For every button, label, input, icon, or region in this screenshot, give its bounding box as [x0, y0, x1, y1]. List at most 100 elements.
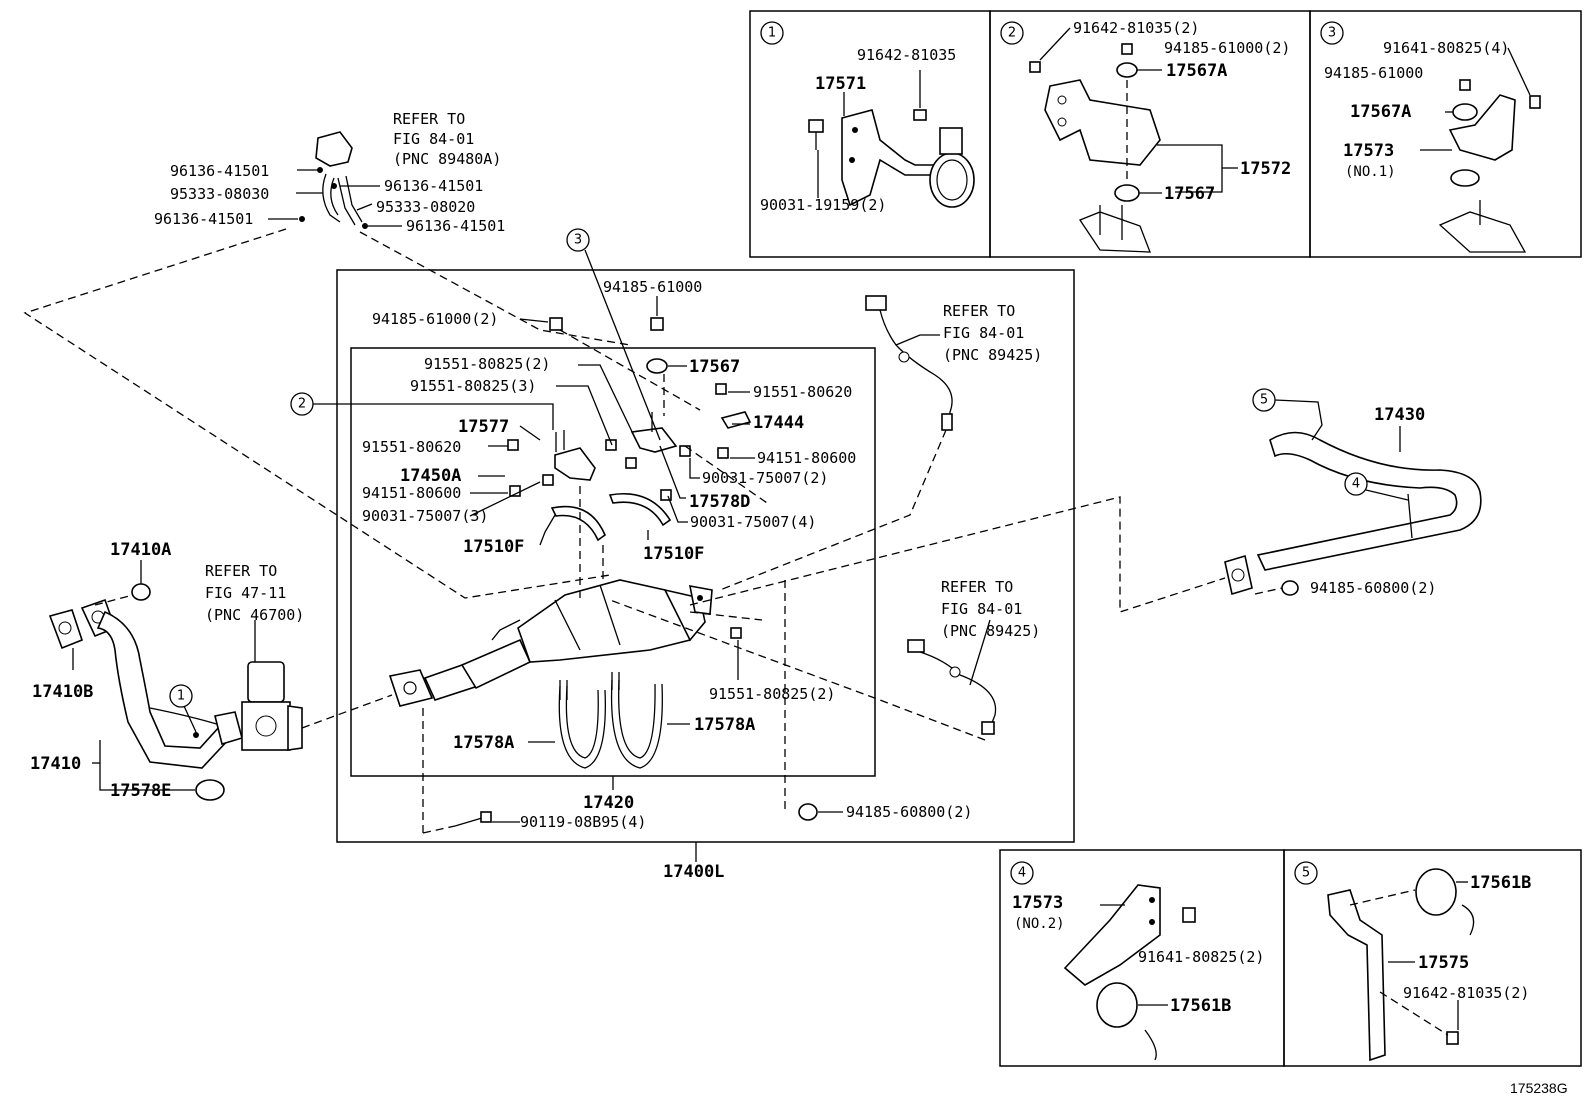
- nut-94185-60800-right: [1281, 580, 1299, 596]
- part-label: (PNC 89480A): [393, 150, 501, 168]
- part-label: FIG 84-01: [941, 600, 1022, 618]
- part-label: 94151-80600: [362, 484, 461, 502]
- catalytic-converter: [388, 579, 713, 707]
- part-label: 17575: [1418, 953, 1469, 973]
- part-label: 5: [1302, 866, 1310, 881]
- clamp-17578E: [195, 779, 225, 801]
- part-label: 90031-75007(2): [702, 469, 828, 487]
- part-label: 94185-61000: [603, 278, 702, 296]
- tail-pipe-17430: [1224, 431, 1482, 596]
- label-17578A-right: 17578A: [694, 715, 755, 735]
- bracket-17571: [841, 109, 936, 207]
- insulator-17510F-right: [608, 493, 672, 527]
- label-17578E: 17578E: [110, 781, 171, 801]
- label-90031-19159: 90031-19159(2): [760, 196, 886, 214]
- part-label: FIG 84-01: [943, 324, 1024, 342]
- nut-94185-61000-2: [549, 317, 563, 331]
- part-label: 2: [1008, 26, 1016, 41]
- part-label: REFER TO: [943, 302, 1015, 320]
- nut-94151-80600-r: [717, 447, 729, 459]
- part-label: (NO.1): [1345, 164, 1396, 180]
- inset-5: 5 17561B 17575 91642-81035(2): [1283, 849, 1582, 1067]
- bracket-17578D: [630, 412, 678, 453]
- marker-4-main: [1344, 472, 1368, 496]
- bolt-91551-80620-l: [507, 439, 519, 451]
- part-label: 91641-80825(4): [1383, 39, 1509, 57]
- part-label: 91551-80620: [753, 383, 852, 401]
- strap-17578A-right: [610, 672, 663, 769]
- part-label: 94185-61000: [1324, 64, 1423, 82]
- bracket-17450A: [554, 430, 596, 481]
- nut-94185-61000: [650, 317, 664, 331]
- bracket-17575: [1327, 889, 1386, 1062]
- egr-valve: [241, 620, 303, 751]
- bracket-17573-no2: [1063, 884, 1161, 986]
- figure-id: 175238G: [1510, 1080, 1568, 1096]
- inset-4-marker: [1010, 861, 1034, 885]
- bolt-91551-80620-r: [715, 383, 727, 395]
- part-label: FIG 84-01: [393, 130, 474, 148]
- part-label: 1: [177, 689, 185, 704]
- vacuum-hose-group: REFER TO FIG 84-01 (PNC 89480A) 96136-41…: [154, 110, 505, 235]
- guide-line-upper: [359, 231, 631, 346]
- part-label: 91641-80825(2): [1138, 948, 1264, 966]
- converter-body: [517, 579, 691, 663]
- bracket-17573-no1: [1448, 94, 1516, 161]
- part-label: 96136-41501: [154, 210, 253, 228]
- label-17400L: 17400L: [663, 862, 724, 882]
- bracket-17444: [720, 411, 752, 429]
- nut-94185-61000: [1121, 43, 1133, 55]
- rubber-17567A: [1452, 103, 1478, 121]
- part-label: 4: [1352, 477, 1360, 492]
- part-label: 17578D: [689, 492, 750, 512]
- part-label: 2: [298, 397, 306, 412]
- part-label: 91642-81035(2): [1073, 19, 1199, 37]
- part-label: 17561B: [1170, 996, 1231, 1016]
- label-17410: 17410: [30, 754, 81, 774]
- part-label: 17573: [1012, 893, 1063, 913]
- vsv-valve: [315, 131, 353, 167]
- inset-2-marker: [1000, 21, 1024, 45]
- part-label: 17444: [753, 413, 804, 433]
- bolt-91642-81035: [1029, 61, 1041, 73]
- inset-3-marker: [1320, 21, 1344, 45]
- part-label: (NO.2): [1014, 916, 1065, 932]
- o2-sensor-upper: [719, 295, 953, 591]
- inset-5-marker: [1294, 861, 1318, 885]
- label-17430: 17430: [1374, 405, 1425, 425]
- part-label: 90031-75007(4): [690, 513, 816, 531]
- part-label: 91551-80825(2): [709, 685, 835, 703]
- inset-4: 4 17573 (NO.2) 91641-80825(2) 17561B: [999, 849, 1285, 1067]
- bracket-17572: [1044, 79, 1161, 166]
- guide-line-left: [23, 228, 611, 599]
- part-label: REFER TO: [205, 562, 277, 580]
- part-label: 94185-60800(2): [846, 803, 972, 821]
- part-label: 17567A: [1350, 102, 1411, 122]
- rubber-17561B: [1415, 868, 1457, 916]
- bolt-90031-19159: [808, 119, 824, 150]
- part-label: REFER TO: [941, 578, 1013, 596]
- part-label: 90119-08B95(4): [520, 813, 646, 831]
- part-label: 94185-61000(2): [372, 310, 498, 328]
- rubber-17561B: [1096, 982, 1138, 1028]
- part-label: 94151-80600: [757, 449, 856, 467]
- part-label: 17510F: [463, 537, 524, 557]
- inset-1-marker: [760, 21, 784, 45]
- marker-3-main: [566, 228, 590, 252]
- rubber-17567: [646, 358, 668, 374]
- part-label: 4: [1018, 866, 1026, 881]
- bolt-90119-08B95: [454, 811, 492, 827]
- bolt-91642-81035: [913, 109, 927, 121]
- part-label: 3: [1328, 26, 1336, 41]
- part-label: 96136-41501: [406, 217, 505, 235]
- part-label: (PNC 46700): [205, 606, 304, 624]
- part-label: 96136-41501: [384, 177, 483, 195]
- inset-1-marker-text: 1: [768, 26, 776, 41]
- nut-94185-60800-main: [798, 803, 818, 821]
- part-label: 96136-41501: [170, 162, 269, 180]
- strap-17578A-left: [558, 680, 606, 769]
- part-label: 17567A: [1166, 61, 1227, 81]
- o2-sensor-lower: [609, 599, 997, 741]
- tailpipe-body: [1256, 431, 1482, 571]
